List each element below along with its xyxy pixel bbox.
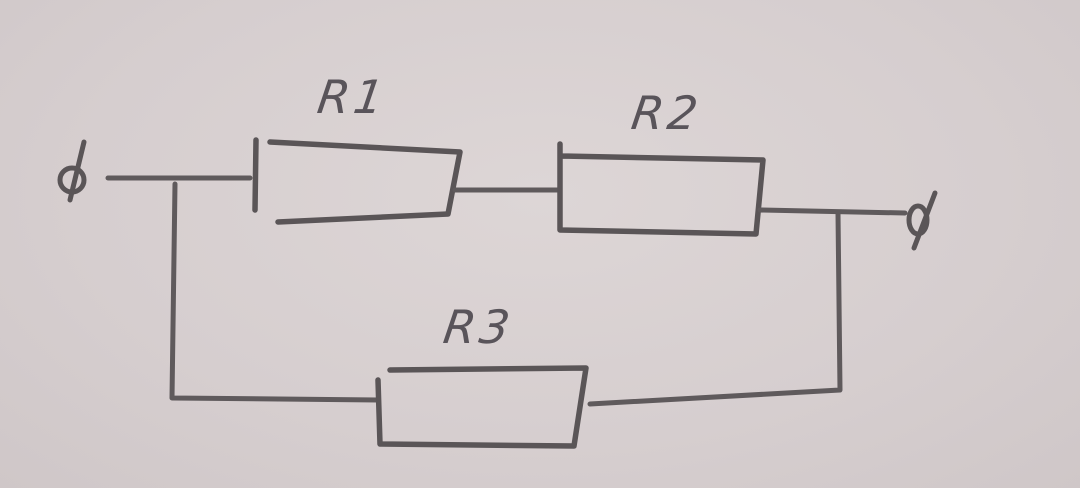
resistor-r1 <box>252 137 463 225</box>
label-r3: R3 <box>440 300 518 354</box>
wire-left-branch <box>169 181 381 403</box>
resistor-r3 <box>375 365 589 449</box>
wire-right-branch <box>587 210 843 407</box>
left-terminal-icon <box>57 139 87 203</box>
resistor-r2 <box>557 141 766 237</box>
label-r1: R1 <box>314 70 392 124</box>
label-r2: R2 <box>628 86 706 140</box>
wire-r2-to-right <box>757 207 908 216</box>
right-terminal-icon <box>906 190 938 251</box>
